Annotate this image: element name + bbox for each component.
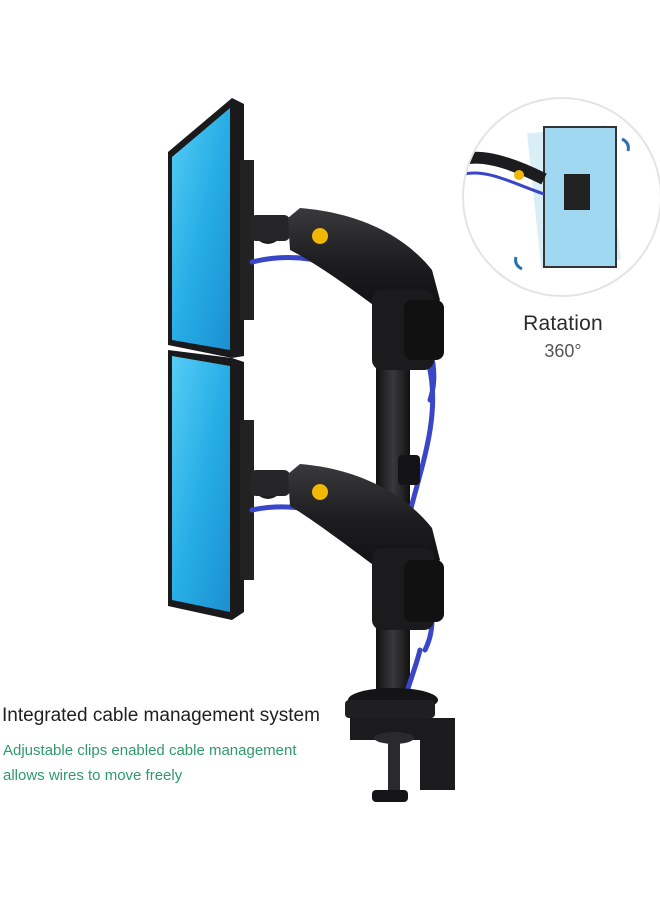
rotation-degrees: 360°: [544, 341, 582, 361]
rotate-arrow-icon: [621, 137, 630, 152]
feature-description-line-1: Adjustable clips enabled cable managemen…: [3, 742, 297, 759]
rotation-title: Ratation: [523, 312, 603, 335]
feature-title: Integrated cable management system: [2, 705, 320, 726]
feature-description-line-2: allows wires to move freely: [3, 767, 183, 784]
desk-clamp: [345, 688, 455, 802]
bottom-monitor: [168, 350, 254, 620]
bottom-arm: [250, 455, 444, 630]
top-arm: [250, 208, 444, 370]
rotation-inset: [462, 97, 660, 297]
top-monitor: [168, 98, 254, 358]
